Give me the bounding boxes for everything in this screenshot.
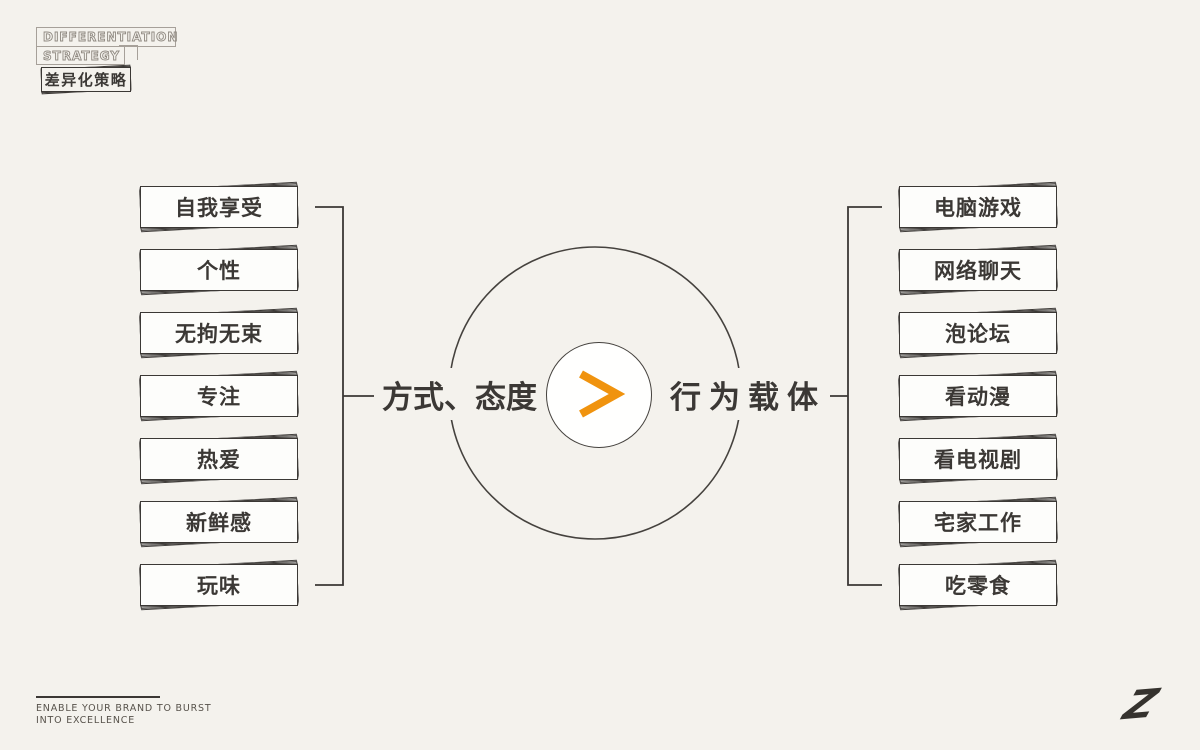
- footer-rule: [36, 696, 160, 698]
- behavior-card: 泡论坛: [897, 307, 1059, 359]
- tagline-line2: INTO EXCELLENCE: [36, 715, 135, 726]
- card-label: 自我享受: [140, 186, 298, 228]
- behavior-card: 吃零食: [897, 559, 1059, 611]
- title-en-line1-box: DIFFERENTIATION: [36, 27, 179, 47]
- behavior-list: 电脑游戏 网络聊天 泡论坛 看动漫 看电视剧: [897, 181, 1059, 611]
- attitude-card: 专注: [138, 370, 300, 422]
- attitude-card: 热爱: [138, 433, 300, 485]
- left-bracket: [315, 206, 374, 586]
- title-zh-box: 差异化策略: [40, 64, 132, 95]
- behavior-card: 电脑游戏: [897, 181, 1059, 233]
- attitude-card: 新鲜感: [138, 496, 300, 548]
- title-en-line2-box: STRATEGY: [36, 45, 138, 65]
- card-label: 宅家工作: [899, 501, 1057, 543]
- tagline-line1: ENABLE YOUR BRAND TO BURST: [36, 703, 212, 714]
- behavior-card: 看动漫: [897, 370, 1059, 422]
- card-label: 新鲜感: [140, 501, 298, 543]
- attitude-card: 个性: [138, 244, 300, 296]
- card-label: 个性: [140, 249, 298, 291]
- card-label: 电脑游戏: [899, 186, 1057, 228]
- card-label: 看电视剧: [899, 438, 1057, 480]
- footer-tagline: ENABLE YOUR BRAND TO BURST INTO EXCELLEN…: [36, 703, 211, 727]
- right-group-label: 行为载体: [660, 368, 830, 420]
- attitude-card: 自我享受: [138, 181, 300, 233]
- attitude-card: 玩味: [138, 559, 300, 611]
- left-group-label: 方式、态度: [374, 368, 545, 420]
- card-label: 专注: [140, 375, 298, 417]
- card-label: 无拘无束: [140, 312, 298, 354]
- title-en-line2: STRATEGY: [43, 48, 121, 63]
- card-label: 网络聊天: [899, 249, 1057, 291]
- behavior-card: 看电视剧: [897, 433, 1059, 485]
- chevron-right-icon: [579, 370, 626, 418]
- behavior-card: 宅家工作: [897, 496, 1059, 548]
- card-label: 热爱: [140, 438, 298, 480]
- card-label: 吃零食: [899, 564, 1057, 606]
- card-label: 玩味: [140, 564, 298, 606]
- attitude-card: 无拘无束: [138, 307, 300, 359]
- card-label: 泡论坛: [899, 312, 1057, 354]
- title-zh: 差异化策略: [41, 67, 131, 92]
- card-label: 看动漫: [899, 375, 1057, 417]
- behavior-card: 网络聊天: [897, 244, 1059, 296]
- title-en-line1: DIFFERENTIATION: [43, 30, 179, 45]
- center-circle: [546, 342, 652, 448]
- attitude-list: 自我享受 个性 无拘无束 专注 热爱: [138, 181, 300, 611]
